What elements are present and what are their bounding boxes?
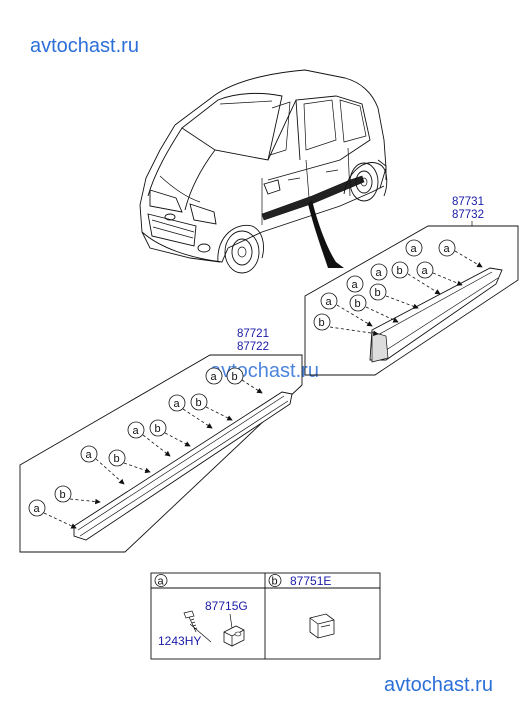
- svg-text:a: a: [411, 243, 418, 255]
- svg-text:a: a: [174, 398, 181, 410]
- svg-text:b: b: [114, 453, 120, 465]
- rear-molding-group: 87731 87732: [304, 196, 519, 376]
- pointer-arrow: [308, 200, 344, 268]
- svg-text:a: a: [352, 279, 359, 291]
- legend-key-b: b: [268, 574, 282, 588]
- callout-b: b: [391, 261, 409, 279]
- callout-a: a: [205, 367, 223, 385]
- callout-a: a: [80, 445, 98, 463]
- svg-text:a: a: [86, 449, 93, 461]
- rear-molding-code-2: 87732: [452, 209, 484, 221]
- clip-b-icon: [309, 613, 335, 639]
- svg-text:b: b: [232, 371, 238, 383]
- callout-a: a: [416, 261, 434, 279]
- legend-a-part-upper: 87715G: [205, 599, 248, 613]
- front-molding-group: 87721 87722: [19, 328, 303, 553]
- legend-b-part: 87751E: [290, 574, 331, 588]
- callout-a: a: [127, 421, 145, 439]
- svg-text:b: b: [397, 265, 403, 277]
- svg-text:a: a: [422, 265, 429, 277]
- callout-a: a: [405, 239, 423, 257]
- svg-text:b: b: [60, 489, 66, 501]
- svg-text:b: b: [319, 317, 325, 329]
- svg-text:a: a: [34, 503, 41, 515]
- legend-a-part-lower: 1243HY: [158, 634, 201, 648]
- watermark-top-left: avtochast.ru: [30, 35, 139, 57]
- svg-text:a: a: [133, 425, 140, 437]
- svg-text:b: b: [196, 397, 202, 409]
- svg-text:a: a: [444, 243, 451, 255]
- callout-a: a: [438, 239, 456, 257]
- front-callouts: a b a b a b a b a b: [28, 367, 263, 529]
- watermark-middle: avtochast.ru: [210, 360, 319, 382]
- clip-a-icon: [223, 625, 245, 647]
- callout-b: b: [369, 283, 387, 301]
- callout-b: b: [313, 313, 331, 331]
- watermark-bottom-right: avtochast.ru: [384, 674, 493, 696]
- callout-b: b: [149, 419, 167, 437]
- svg-text:b: b: [375, 287, 381, 299]
- svg-text:a: a: [211, 371, 218, 383]
- svg-text:b: b: [272, 576, 278, 588]
- rear-molding-code-1: 87731: [452, 196, 484, 208]
- callout-a: a: [370, 263, 388, 281]
- callout-b: b: [226, 367, 244, 385]
- legend-table: a b 87751E 87715G 1243HY: [150, 572, 381, 660]
- svg-text:b: b: [155, 423, 161, 435]
- callout-a: a: [320, 292, 338, 310]
- screw-icon: [183, 610, 198, 633]
- callout-b: b: [108, 449, 126, 467]
- callout-a: a: [346, 275, 364, 293]
- callout-b: b: [190, 393, 208, 411]
- callout-b: b: [54, 485, 72, 503]
- svg-text:a: a: [326, 296, 333, 308]
- svg-text:b: b: [355, 298, 361, 310]
- callout-a: a: [28, 499, 46, 517]
- legend-key-a: a: [154, 574, 168, 588]
- car-illustration: [139, 69, 388, 274]
- svg-text:a: a: [376, 267, 383, 279]
- rear-callouts: a a a b a b a b a b: [313, 239, 483, 337]
- svg-text:a: a: [158, 576, 165, 588]
- front-molding-code-1: 87721: [237, 328, 269, 340]
- callout-b: b: [349, 294, 367, 312]
- front-molding-code-2: 87722: [237, 341, 269, 353]
- callout-a: a: [168, 394, 186, 412]
